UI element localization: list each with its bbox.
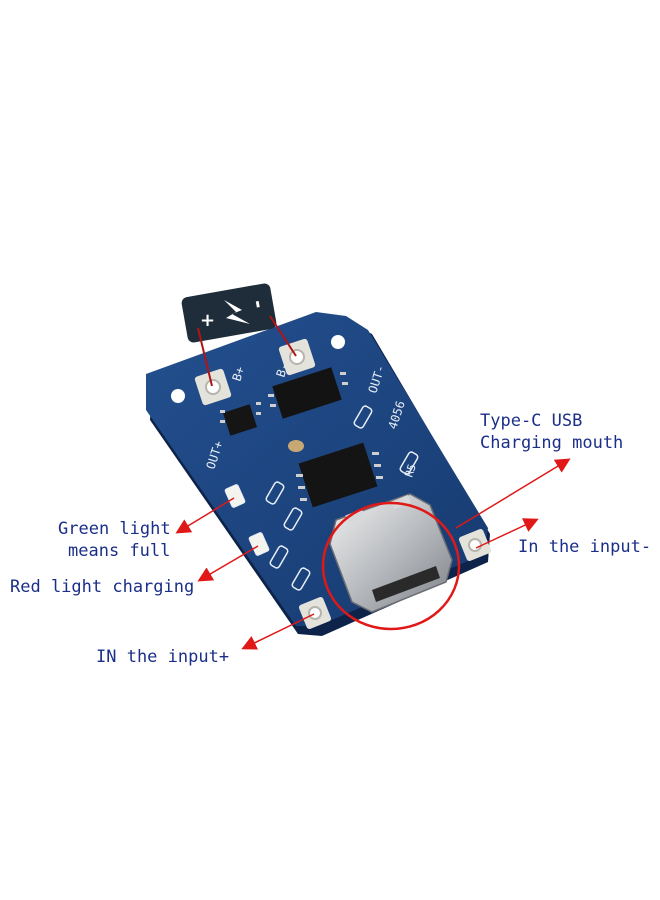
protection-ic (220, 402, 261, 436)
solder-pad-in-minus (458, 528, 492, 562)
lightning-icon (224, 300, 250, 324)
battery-wire-plus (197, 327, 213, 387)
label-typec-line1: Type-C USB (480, 411, 583, 431)
label-in-plus: IN the input+ (96, 647, 230, 667)
label-typec-line2: Charging mouth (480, 433, 624, 453)
silk-b-plus: B+ (230, 365, 248, 383)
arrow-typec (455, 458, 571, 529)
arrow-red-light (197, 545, 259, 582)
label-green-line1: Green light (58, 519, 171, 539)
label-green-line2: means full (68, 541, 171, 561)
green-led (224, 484, 246, 508)
red-led (248, 532, 270, 556)
battery-plus-sign: + (200, 310, 215, 331)
arrow-in-minus (475, 518, 539, 549)
mount-hole (331, 335, 345, 349)
arrow-green-light (175, 497, 235, 534)
charger-board: B+ B- OUT+ OUT- 4056 R5 (146, 312, 492, 636)
label-red-light: Red light charging (10, 577, 195, 597)
battery-wire-minus (269, 315, 297, 357)
battery-icon: + - (181, 283, 277, 343)
arrow-in-plus (241, 613, 315, 650)
silk-b-minus: B- (274, 361, 292, 379)
charger-ic-4056 (296, 442, 383, 508)
usb-highlight-circle (321, 501, 461, 631)
mosfet-ic (268, 367, 348, 419)
label-green-light: Green light means full (58, 518, 171, 562)
solder-pad-b-plus (194, 368, 232, 406)
solder-pad-in-plus (298, 596, 332, 630)
mount-hole (171, 389, 185, 403)
label-in-minus: In the input- (518, 537, 652, 557)
battery-minus-sign: - (246, 298, 271, 310)
capacitor (288, 440, 304, 452)
usb-c-connector (329, 493, 453, 613)
label-typec: Type-C USB Charging mouth (480, 410, 623, 454)
